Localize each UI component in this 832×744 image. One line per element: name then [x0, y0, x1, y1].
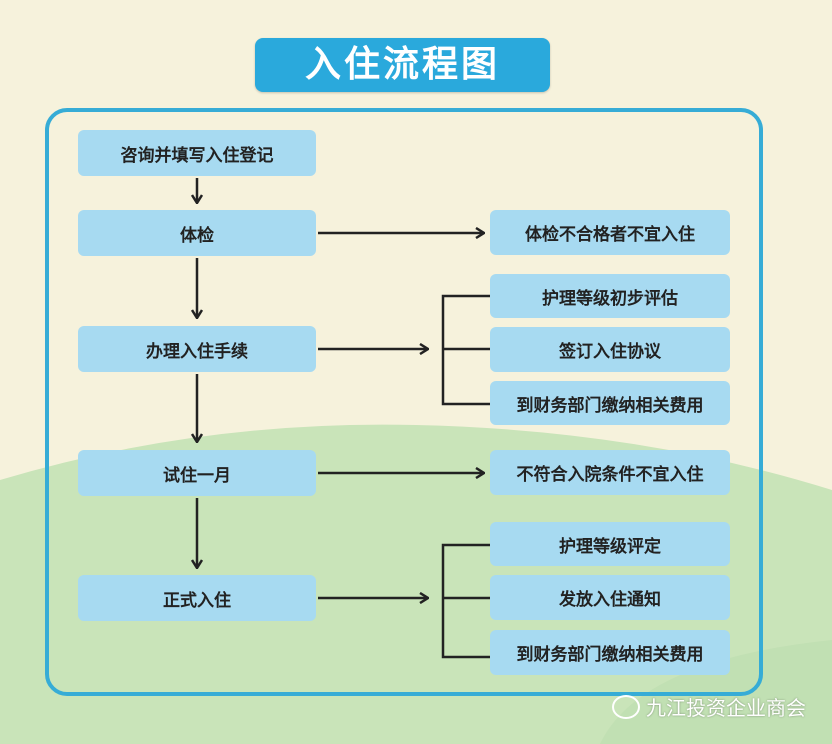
step-trial-month: 试住一月 [78, 450, 316, 496]
bracket-formal [441, 543, 490, 659]
branch-pay-fees-1: 到财务部门缴纳相关费用 [490, 381, 730, 425]
flowchart-frame [45, 108, 763, 696]
branch-issue-notice: 发放入住通知 [490, 575, 730, 620]
branch-care-level-rating: 护理等级评定 [490, 522, 730, 566]
branch-checkup-fail: 体检不合格者不宜入住 [490, 210, 730, 255]
step-formal-admission: 正式入住 [78, 575, 316, 621]
watermark-text: 九江投资企业商会 [646, 696, 806, 720]
branch-initial-care-assessment: 护理等级初步评估 [490, 274, 730, 318]
step-consult-register: 咨询并填写入住登记 [78, 130, 316, 176]
step-procedures: 办理入住手续 [78, 326, 316, 372]
branch-trial-fail: 不符合入院条件不宜入住 [490, 450, 730, 495]
bracket-procedures [441, 294, 490, 406]
branch-pay-fees-2: 到财务部门缴纳相关费用 [490, 630, 730, 675]
branch-sign-agreement: 签订入住协议 [490, 327, 730, 372]
watermark: 九江投资企业商会 [612, 692, 806, 721]
wechat-icon [612, 694, 640, 719]
page-title: 入住流程图 [255, 38, 550, 92]
step-checkup: 体检 [78, 210, 316, 256]
